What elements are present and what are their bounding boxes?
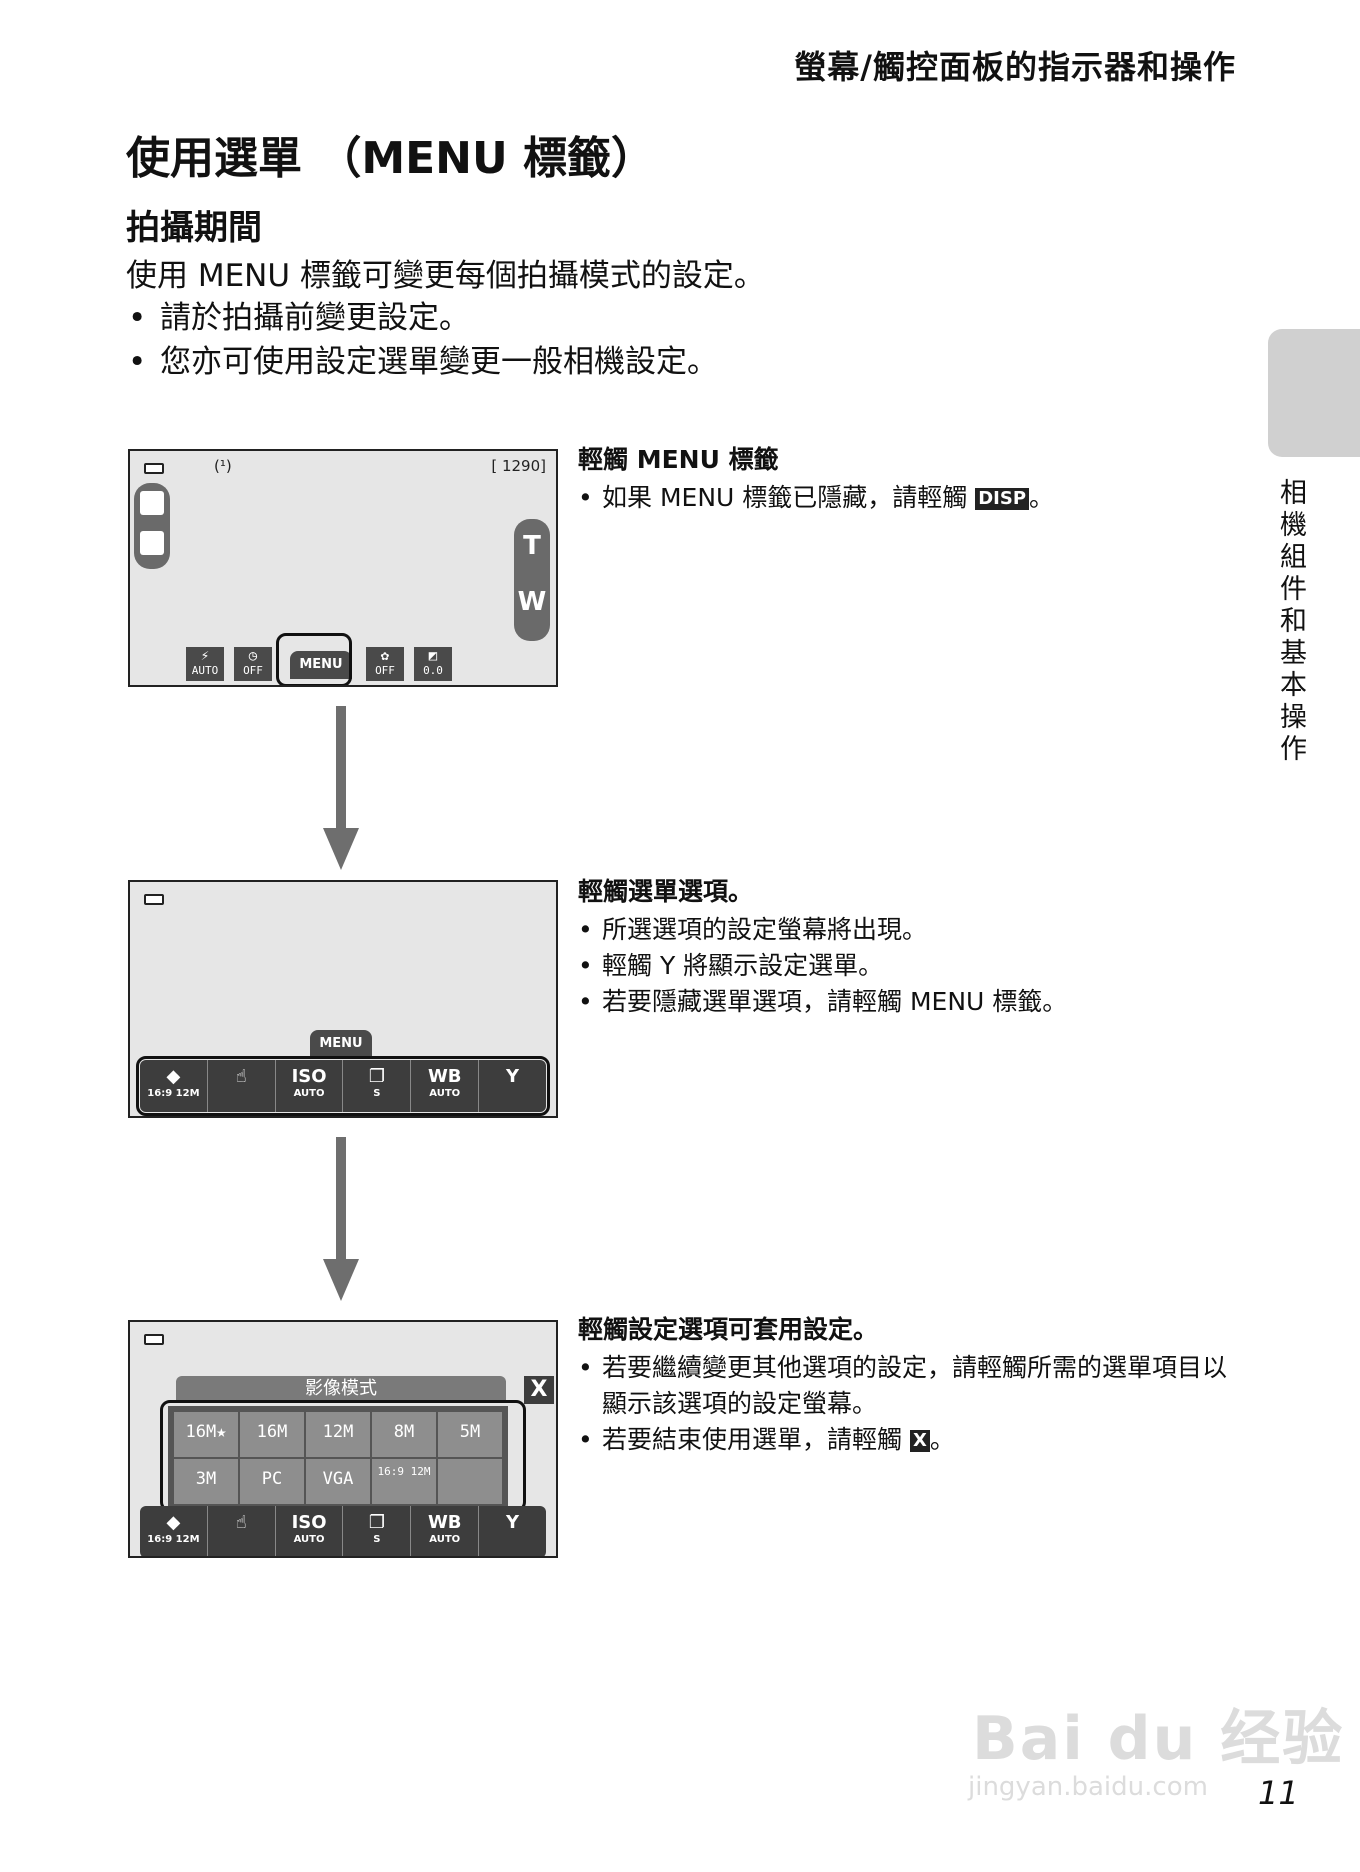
image-mode-cell[interactable]: 3M [174,1459,238,1504]
image-mode-cell [438,1459,502,1504]
wb-icon: WB [427,1512,462,1533]
macro-icon: ✿ [380,648,390,664]
list-item: 如果 MENU 標籤已隱藏，請輕觸 DISP。 [578,480,1238,516]
close-key-icon: X [909,1430,930,1452]
step3-title: 輕觸設定選項可套用設定。 [578,1315,879,1344]
image-mode-cell[interactable]: VGA [306,1459,370,1504]
image-mode-icon: ◆ [166,1066,181,1087]
battery-icon [144,1334,164,1345]
battery-icon [144,894,164,905]
menu-tab[interactable]: MENU [290,651,352,679]
side-section-label: 相機組件和基本操作 [1280,478,1307,765]
flash-mode-button[interactable]: ⚡AUTO [186,647,224,681]
zoom-tele-button[interactable]: T [523,531,541,561]
page-number: 11 [1258,1774,1299,1812]
step1-title: 輕觸 MENU 標籤 [578,445,779,474]
continuous-icon: ❐ [368,1512,385,1533]
watermark-url: jingyan.baidu.com [968,1772,1208,1802]
list-item: 您亦可使用設定選單變更一般相機設定。 [128,340,718,384]
touch-shooting-option[interactable]: ☝ [208,1506,276,1556]
image-mode-option[interactable]: ◆16:9 12M [140,1060,208,1112]
side-thumb-tab [1268,329,1360,457]
self-timer-icon: ◷ [248,648,258,664]
mode-pill [134,483,170,569]
continuous-option[interactable]: ❐S [343,1506,412,1556]
close-button[interactable]: X [524,1376,554,1404]
image-mode-title: 影像模式 [176,1376,506,1402]
section-heading: 拍攝期間 [126,208,262,248]
playback-icon[interactable] [140,531,164,555]
touch-shutter-icon: ☝ [235,1066,247,1087]
wb-icon: WB [427,1066,462,1087]
list-item: 若要隱藏選單選項，請輕觸 MENU 標籤。 [578,984,1238,1020]
setup-option[interactable]: Y [479,1060,546,1112]
camera-icon[interactable] [140,491,164,515]
setup-option[interactable]: Y [479,1506,546,1556]
list-item: 輕觸 Y 將顯示設定選單。 [578,948,1238,984]
exposure-comp-button[interactable]: ◩0.0 [414,647,452,681]
intro-bullet-list: 請於拍攝前變更設定。 您亦可使用設定選單變更一般相機設定。 [128,296,718,384]
image-mode-cell[interactable]: 8M [372,1412,436,1457]
image-mode-cell[interactable]: 16M★ [174,1412,238,1457]
step2-title: 輕觸選單選項。 [578,877,754,906]
image-mode-cell[interactable]: 5M [438,1412,502,1457]
flash-icon: ⚡ [200,648,210,664]
menu-tab-highlight [276,633,352,685]
list-item: 若要結束使用選單，請輕觸 X。 [578,1422,1228,1458]
image-mode-icon: ◆ [166,1512,181,1533]
exposure-icon: ◩ [428,648,438,664]
camera-screen-shooting: (¹) [ 1290] T W ⚡AUTO ◷OFF MENU ✿OFF ◩0.… [128,449,558,687]
continuous-option[interactable]: ❐S [343,1060,412,1112]
wrench-icon: Y [506,1066,520,1087]
running-head: 螢幕/觸控面板的指示器和操作 [794,48,1236,86]
list-item: 若要繼續變更其他選項的設定，請輕觸所需的選單項目以顯示該選項的設定螢幕。 [578,1350,1228,1422]
iso-icon: ISO [291,1066,327,1087]
zoom-wide-button[interactable]: W [517,587,547,617]
intro-text: 使用 MENU 標籤可變更每個拍攝模式的設定。 [126,258,765,294]
step2-list: 所選選項的設定螢幕將出現。 輕觸 Y 將顯示設定選單。 若要隱藏選單選項，請輕觸… [578,912,1238,1020]
vr-indicator: (¹) [214,457,232,475]
zoom-pill: T W [514,519,550,641]
arrow-head-icon [323,1259,359,1301]
battery-icon [144,463,164,474]
image-mode-option[interactable]: ◆16:9 12M [140,1506,208,1556]
options-highlight [160,1400,526,1512]
continuous-icon: ❐ [368,1066,385,1087]
touch-shutter-icon: ☝ [235,1512,247,1533]
camera-screen-image-mode: 影像模式 X 16M★ 16M 12M 8M 5M 3M PC VGA 16:9… [128,1320,558,1558]
image-mode-grid: 16M★ 16M 12M 8M 5M 3M PC VGA 16:9 12M [168,1406,508,1510]
step1-list: 如果 MENU 標籤已隱藏，請輕觸 DISP。 [578,480,1238,516]
menu-tab[interactable]: MENU [310,1030,372,1058]
watermark-logo: Bai du 经验 [972,1704,1345,1774]
list-item: 所選選項的設定螢幕將出現。 [578,912,1238,948]
list-item: 請於拍攝前變更設定。 [128,296,718,340]
disp-key-icon: DISP [975,488,1030,510]
self-timer-button[interactable]: ◷OFF [234,647,272,681]
iso-icon: ISO [291,1512,327,1533]
image-mode-cell[interactable]: 16M [240,1412,304,1457]
arrow-head-icon [323,828,359,870]
wrench-icon: Y [506,1512,520,1533]
image-mode-cell[interactable]: 16:9 12M [372,1459,436,1504]
touch-shooting-option[interactable]: ☝ [208,1060,276,1112]
step3-list: 若要繼續變更其他選項的設定，請輕觸所需的選單項目以顯示該選項的設定螢幕。 若要結… [578,1350,1228,1458]
image-mode-cell[interactable]: 12M [306,1412,370,1457]
page-title: 使用選單 （MENU 標籤） [126,133,656,184]
macro-mode-button[interactable]: ✿OFF [366,647,404,681]
image-mode-cell[interactable]: PC [240,1459,304,1504]
exposures-remaining: [ 1290] [491,457,546,475]
flow-arrow [336,1137,346,1263]
menu-bar-highlight [136,1056,550,1116]
flow-arrow [336,706,346,832]
